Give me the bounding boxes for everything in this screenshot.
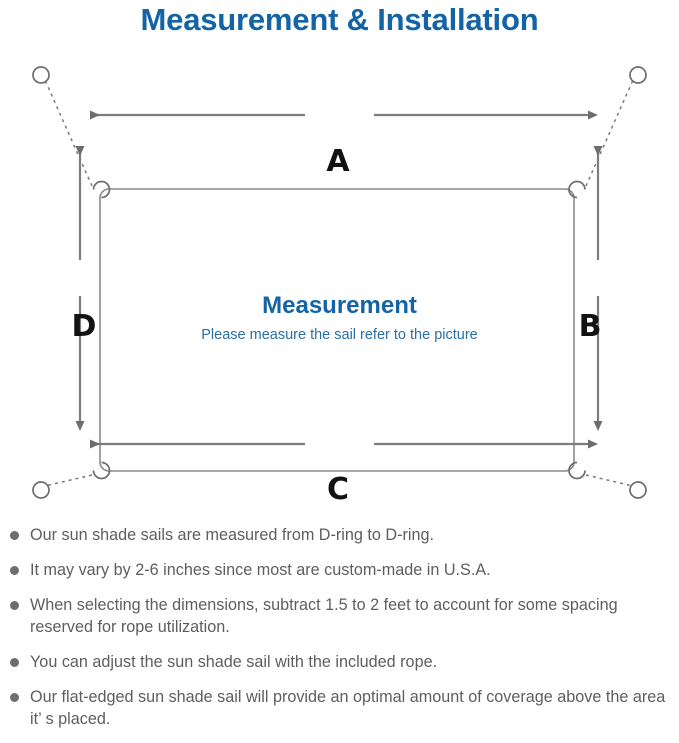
anchor-point-top-left xyxy=(32,66,50,84)
dimension-label-b: B xyxy=(578,309,602,344)
anchor-point-bottom-left xyxy=(32,481,50,499)
diagram-center-heading: Measurement xyxy=(262,292,417,319)
sail-body xyxy=(99,188,575,472)
list-item: You can adjust the sun shade sail with t… xyxy=(0,651,679,673)
diagram-svg xyxy=(32,66,647,499)
dimension-label-d: D xyxy=(71,309,97,344)
rope-top-right xyxy=(585,79,634,187)
list-item: When selecting the dimensions, subtract … xyxy=(0,594,679,638)
page-title: Measurement & Installation xyxy=(140,2,539,37)
note-text: When selecting the dimensions, subtract … xyxy=(30,596,618,636)
note-text: It may vary by 2-6 inches since most are… xyxy=(30,561,491,579)
note-text: You can adjust the sun shade sail with t… xyxy=(30,653,438,671)
dimension-label-c: C xyxy=(326,472,350,507)
bullet-icon xyxy=(10,601,19,610)
rope-bottom-left xyxy=(44,474,93,487)
diagram-center-subtitle: Please measure the sail refer to the pic… xyxy=(201,327,478,343)
rope-bottom-right xyxy=(585,474,634,487)
sun-shade-sail-measurement-diagram: Measurement Please measure the sail refe… xyxy=(0,48,679,518)
notes-list: Our sun shade sails are measured from D-… xyxy=(0,524,679,743)
bullet-icon xyxy=(10,658,19,667)
d-ring-top-right xyxy=(568,180,586,199)
d-ring-top-left xyxy=(92,180,111,199)
bullet-icon xyxy=(10,693,19,702)
list-item: It may vary by 2-6 inches since most are… xyxy=(0,559,679,581)
anchor-point-top-right xyxy=(629,66,647,84)
list-item: Our flat-edged sun shade sail will provi… xyxy=(0,686,679,730)
rope-top-left xyxy=(44,79,93,187)
bullet-icon xyxy=(10,566,19,575)
d-ring-bottom-left xyxy=(92,461,111,480)
anchor-point-bottom-right xyxy=(629,481,647,499)
note-text: Our sun shade sails are measured from D-… xyxy=(30,526,434,544)
bullet-icon xyxy=(10,531,19,540)
note-text: Our flat-edged sun shade sail will provi… xyxy=(30,688,666,728)
list-item: Our sun shade sails are measured from D-… xyxy=(0,524,679,546)
d-ring-bottom-right xyxy=(568,461,586,480)
dimension-label-a: A xyxy=(326,144,350,179)
